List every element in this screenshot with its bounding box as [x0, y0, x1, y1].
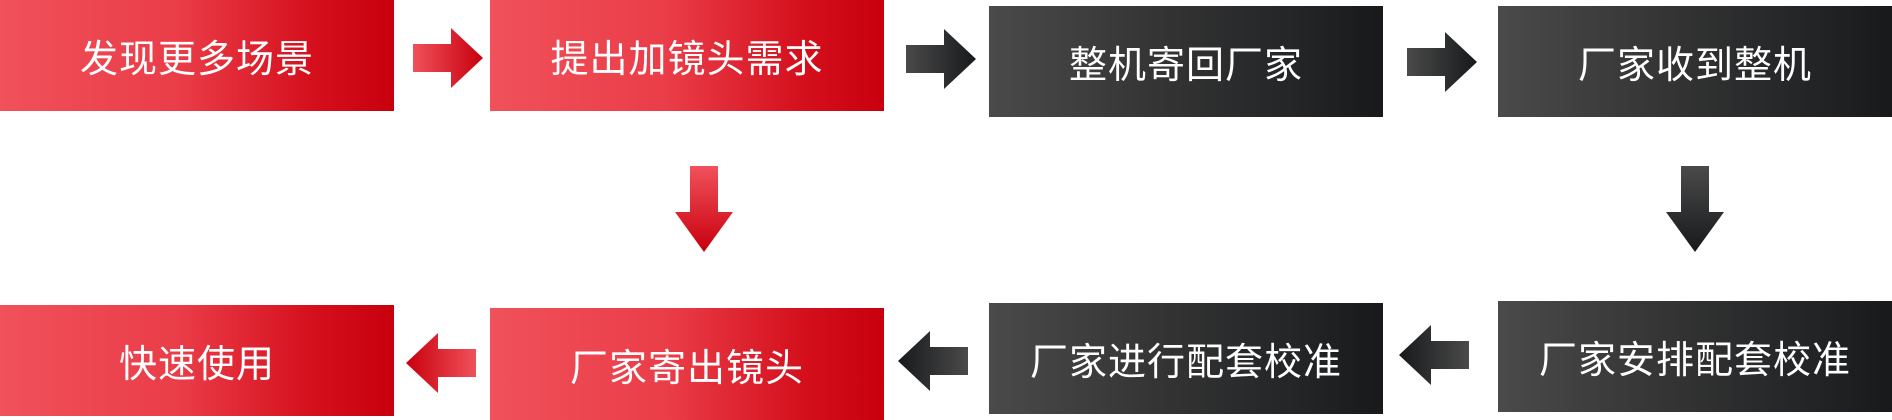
step-label: 厂家寄出镜头: [569, 345, 804, 390]
step-quick-use: 快速使用: [0, 305, 394, 416]
step-label: 厂家进行配套校准: [1029, 340, 1342, 384]
arrow-right-icon: [906, 29, 976, 89]
arrow-left-icon: [898, 331, 968, 391]
arrow-right-icon: [413, 28, 483, 88]
arrow-down-icon: [1666, 166, 1724, 252]
step-calibration-in-progress: 厂家进行配套校准: [989, 303, 1383, 414]
arrow-right-icon: [1407, 32, 1477, 92]
step-discover-scenarios: 发现更多场景: [0, 0, 394, 111]
step-schedule-calibration: 厂家安排配套校准: [1498, 301, 1892, 412]
step-label: 发现更多场景: [79, 37, 314, 81]
step-label: 提出加镜头需求: [550, 37, 824, 81]
arrow-left-icon: [406, 333, 476, 393]
step-manufacturer-receives: 厂家收到整机: [1498, 6, 1892, 117]
arrow-left-icon: [1399, 325, 1469, 385]
arrow-down-icon: [675, 166, 733, 252]
step-label: 厂家安排配套校准: [1538, 338, 1851, 382]
step-label: 整机寄回厂家: [1068, 43, 1303, 87]
step-label: 厂家收到整机: [1577, 43, 1812, 87]
step-manufacturer-ships-lens: 厂家寄出镜头: [490, 308, 884, 420]
step-request-lens: 提出加镜头需求: [490, 0, 884, 111]
step-send-device-back: 整机寄回厂家: [989, 6, 1383, 117]
step-label: 快速使用: [118, 342, 275, 386]
